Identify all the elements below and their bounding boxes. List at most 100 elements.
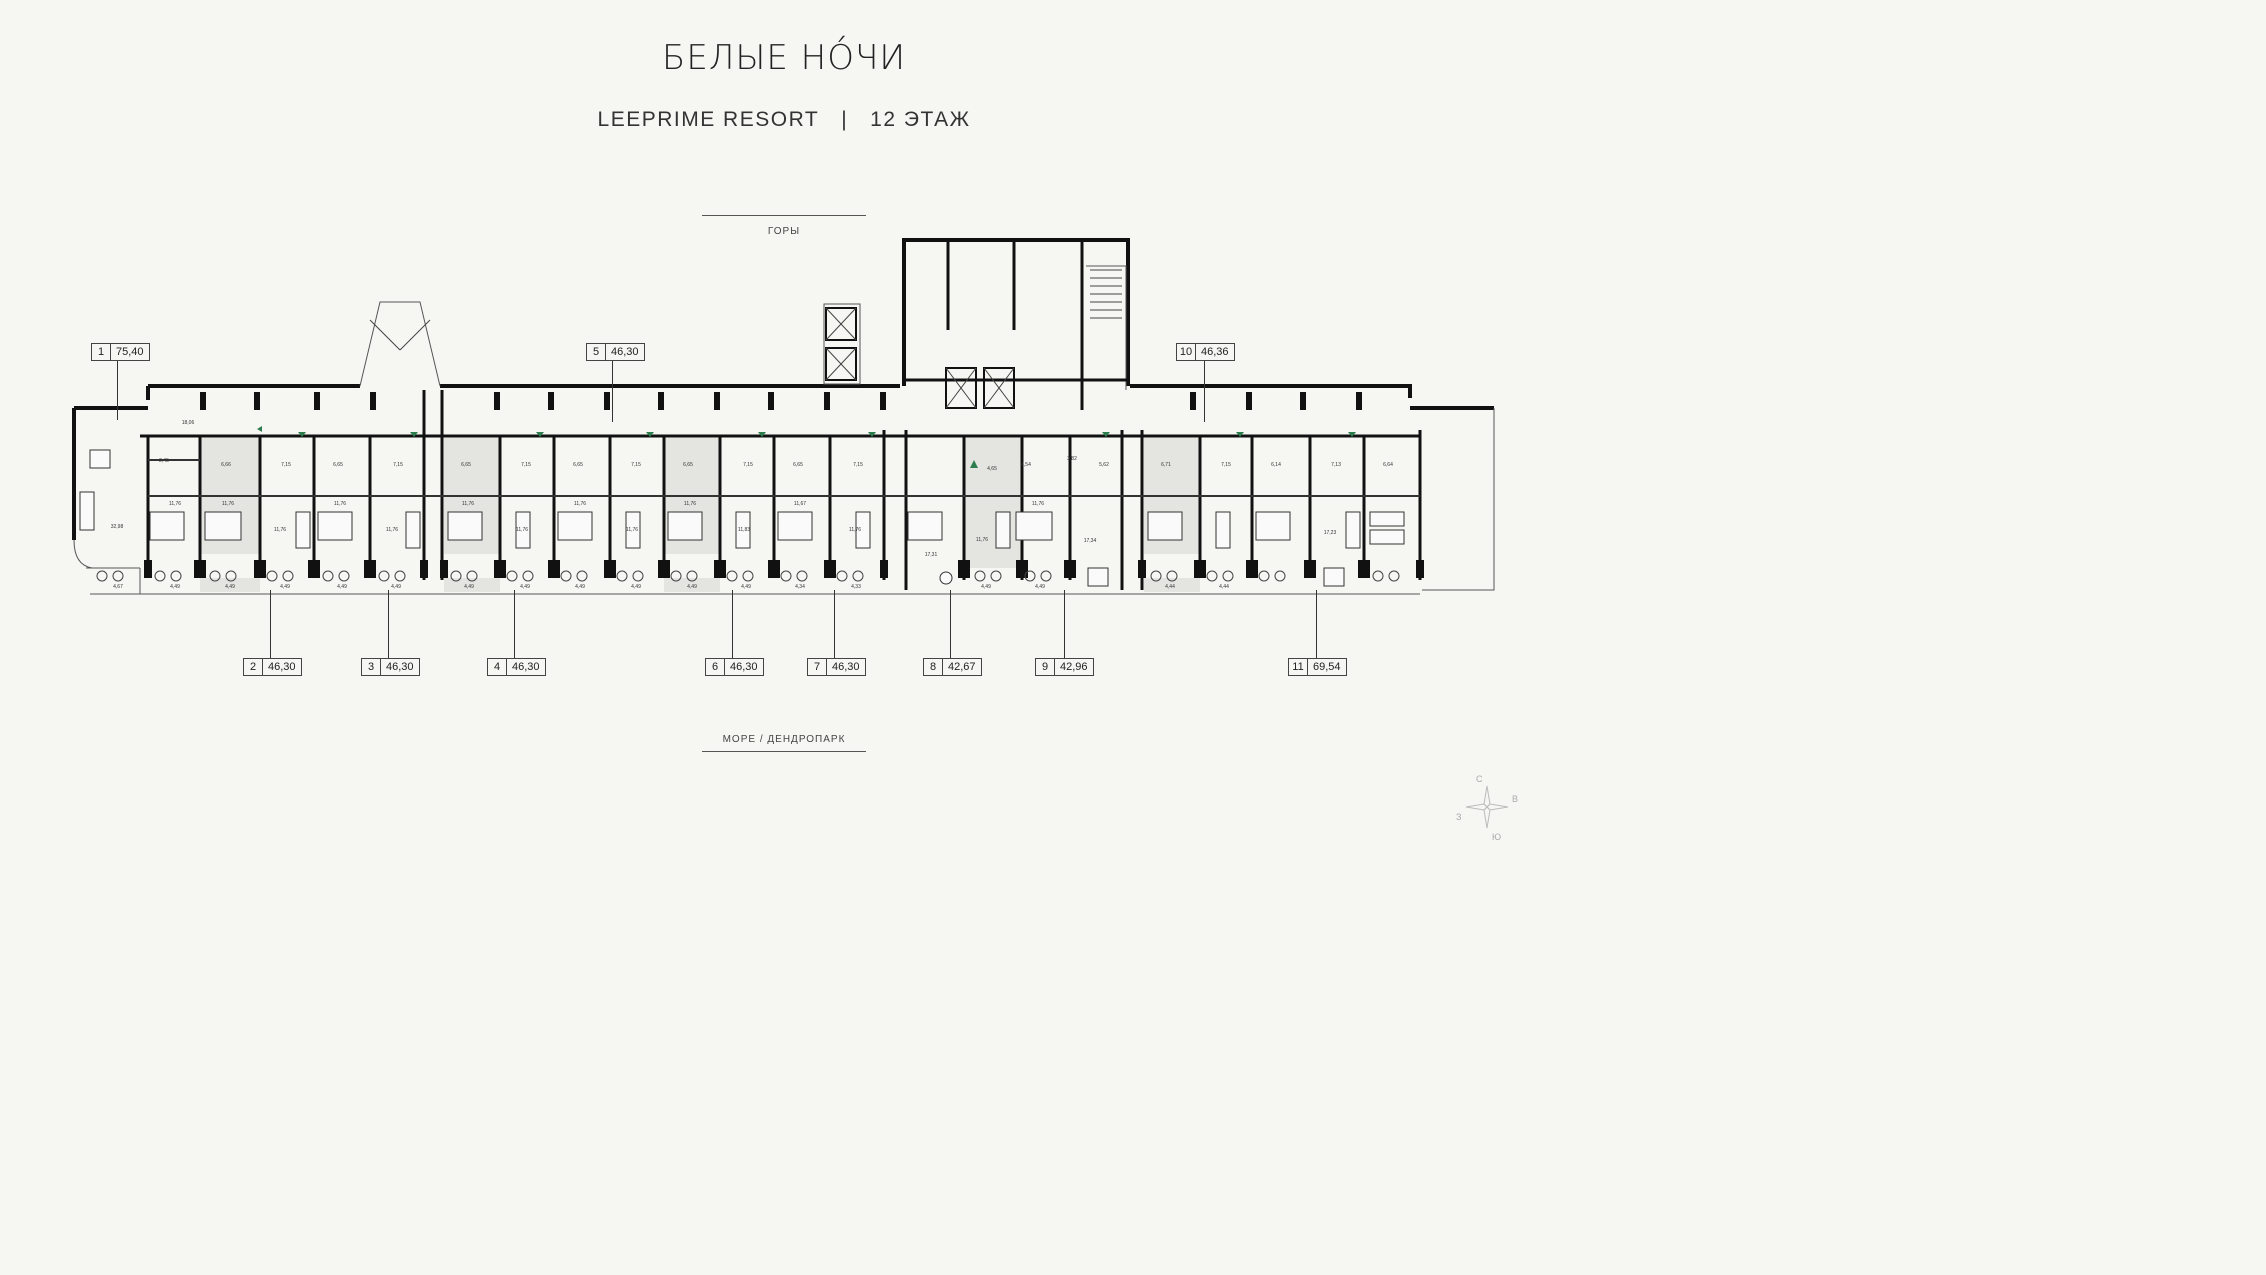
bathroom-walls [148,459,1420,497]
compass-south: Ю [1492,832,1501,842]
room-area-large: 32,98 [110,524,124,530]
room-area-small: 4,54 [1021,462,1031,468]
room-area-large: 17,31 [924,552,938,558]
apartment-tag-10[interactable]: 91046,36 [1176,343,1235,361]
apartment-area: 46,30 [611,346,639,358]
room-area-bed: 11,67 [793,501,807,507]
room-area-small: 7,15 [631,462,641,468]
room-area-small: 7,15 [743,462,753,468]
apartment-area: 46,30 [730,661,758,673]
room-area-small: 7,15 [281,462,291,468]
room-area-small: 6,65 [333,462,343,468]
room-area-balcony: 4,67 [113,584,123,590]
separator: | [841,108,849,131]
room-area-balcony: 4,49 [225,584,235,590]
room-area-balcony: 4,49 [464,584,474,590]
room-area-small: 3,82 [1067,456,1077,462]
apartment-area: 46,30 [268,661,296,673]
window-piers [144,560,1424,578]
apartment-number: 8 [924,659,943,675]
room-area-bed: 11,76 [573,501,587,507]
apartment-number: 11 [1289,659,1308,675]
compass-east: В [1512,794,1518,804]
apartment-number: 3 [362,659,381,675]
leader-6 [732,590,733,658]
room-area-balcony: 4,49 [337,584,347,590]
floor-plan [72,238,1495,595]
room-area-small: 7,15 [521,462,531,468]
room-area-small: 7,15 [853,462,863,468]
room-area-small: 18,06 [181,420,195,426]
room-area-bed: 11,76 [221,501,235,507]
leader-7 [834,590,835,658]
room-area-small: 4,65 [987,466,997,472]
apartment-number: 2 [244,659,263,675]
leader-10 [1204,360,1205,422]
leader-2 [270,590,271,658]
sofas [79,491,1361,549]
subtitle: LEEPRIME RESORT | 12 ЭТАЖ [0,108,1568,132]
room-area-small: 6,65 [793,462,803,468]
partition-walls [146,240,1422,590]
room-area-large: 17,23 [1323,530,1337,536]
bottom-direction-line [702,751,866,752]
leader-4 [514,590,515,658]
room-area-balcony: 4,49 [280,584,290,590]
room-area-bed: 11,76 [1031,501,1045,507]
apartment-number: 10 [1177,344,1196,360]
room-area-balcony: 4,34 [795,584,805,590]
room-area-balcony: 4,44 [1165,584,1175,590]
room-area-balcony: 4,49 [391,584,401,590]
room-area-bed: 11,76 [461,501,475,507]
outer-walls [72,238,1494,540]
room-area-small: 6,71 [1161,462,1171,468]
room-area-small: 7,15 [1221,462,1231,468]
room-area-small: 5,62 [1099,462,1109,468]
stair-lines [369,269,1122,409]
room-area-bed: 11,76 [515,527,529,533]
room-area-balcony: 4,49 [575,584,585,590]
room-area-bed: 11,76 [168,501,182,507]
leader-3 [388,590,389,658]
room-area-bed: 11,76 [333,501,347,507]
leader-11 [1316,590,1317,658]
room-area-bed: 11,76 [975,537,989,543]
resort-name: LEEPRIME RESORT [597,108,820,131]
balcony-chairs [96,570,1400,582]
entry-markers [257,426,1356,468]
beds [149,511,1405,545]
room-area-balcony: 4,49 [687,584,697,590]
room-area-balcony: 4,49 [1035,584,1045,590]
room-area-bed: 11,83 [737,527,751,533]
compass-north: С [1476,774,1483,784]
apartment-area: 46,30 [832,661,860,673]
direction-sea: МОРЕ / ДЕНДРОПАРК [722,734,846,745]
apartment-area: 75,40 [116,346,144,358]
apartment-number: 1 [92,344,111,360]
apartment-number: 9 [1036,659,1055,675]
floor-label: 12 ЭТАЖ [870,108,971,131]
room-area-large: 17,34 [1083,538,1097,544]
leader-1 [117,360,118,420]
room-area-bed: 11,76 [683,501,697,507]
leader-5 [612,360,613,422]
room-area-small: 2,45 [159,458,169,464]
room-area-small: 6,65 [683,462,693,468]
room-area-small: 6,66 [221,462,231,468]
room-area-small: 6,65 [461,462,471,468]
room-area-small: 7,15 [393,462,403,468]
apartment-area: 46,36 [1201,346,1229,358]
apartment-number: 4 [488,659,507,675]
room-area-small: 6,64 [1383,462,1393,468]
top-direction-line [702,215,866,216]
